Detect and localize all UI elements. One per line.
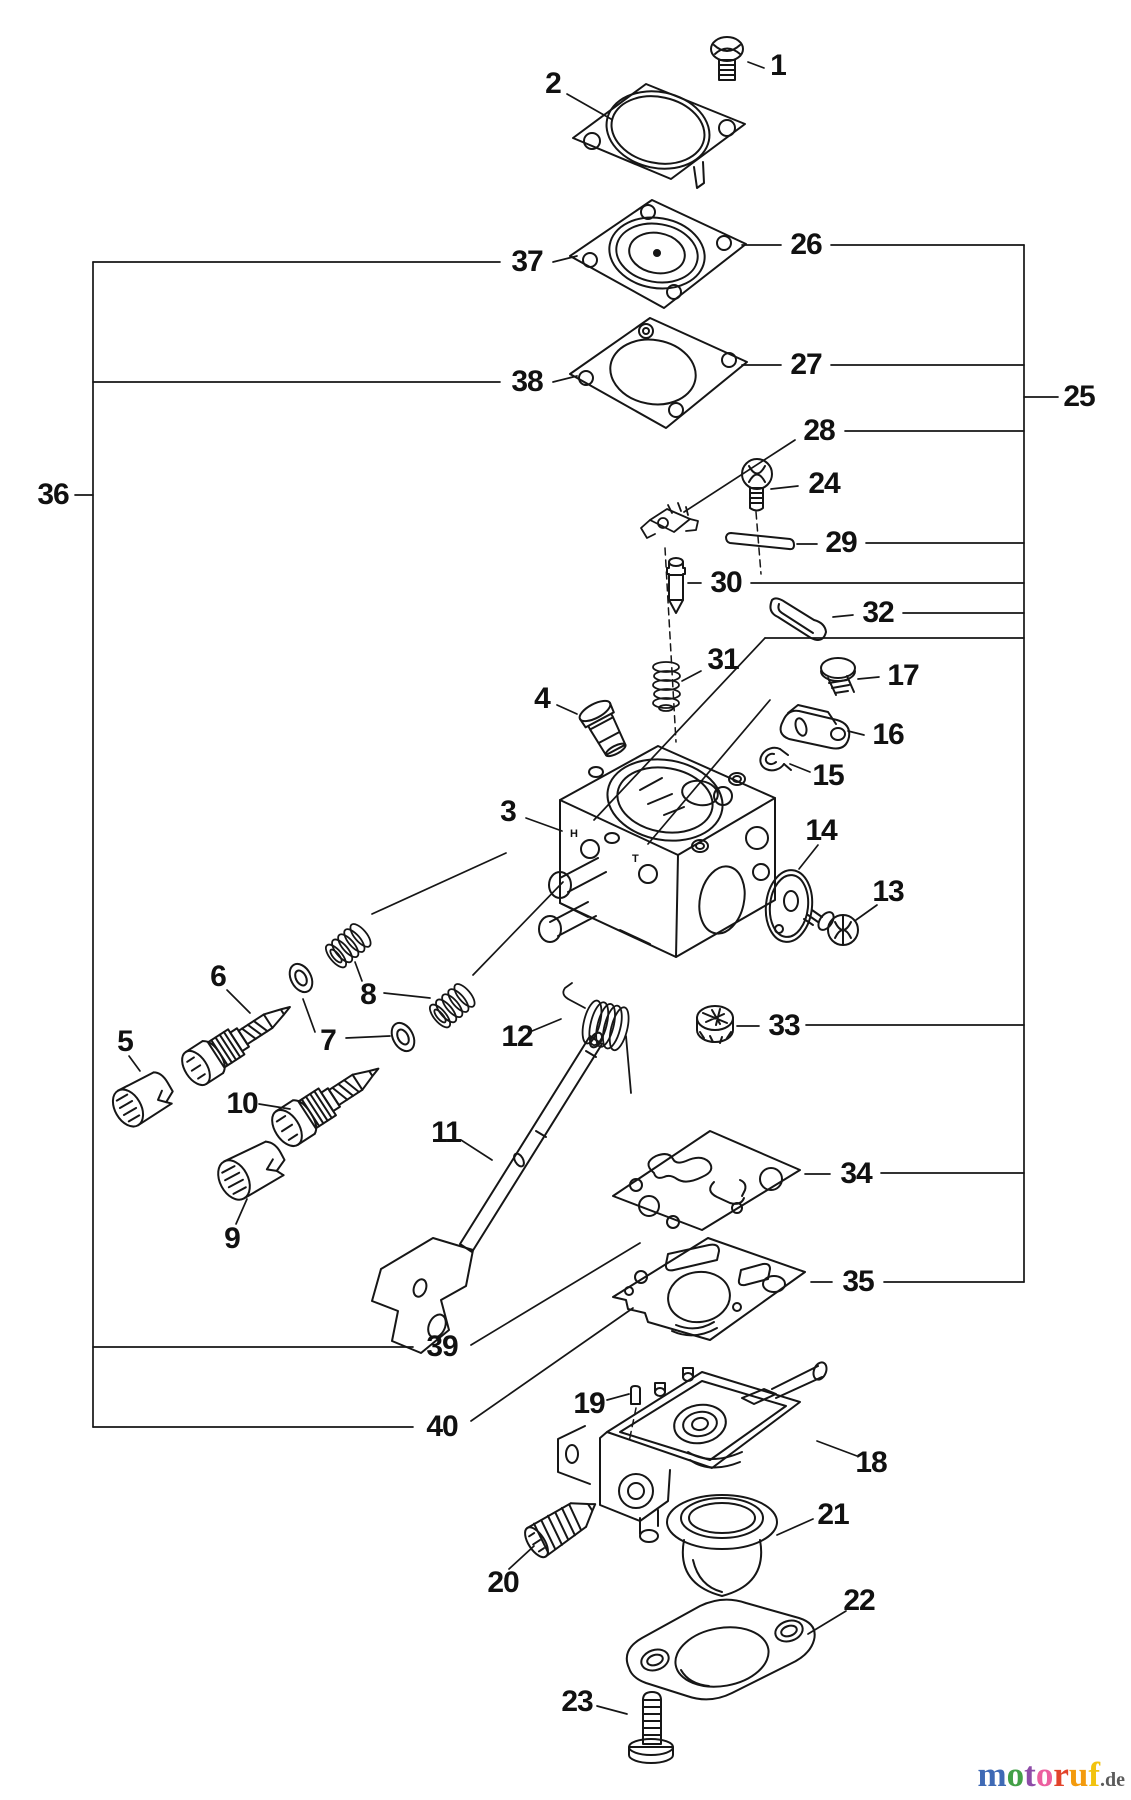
callout-7: 7: [320, 1024, 337, 1057]
logo-letter: m: [977, 1755, 1007, 1794]
part-34-metering-diaphragm: [613, 1131, 800, 1230]
part-13-body-screw: [804, 909, 858, 945]
logo-letter: o: [1006, 1755, 1025, 1794]
callout-18: 18: [855, 1446, 887, 1479]
callout-14: 14: [805, 814, 837, 847]
callout-31: 31: [707, 643, 739, 676]
callout-11: 11: [431, 1116, 462, 1149]
callout-4: 4: [534, 682, 551, 715]
watermark-logo: motoruf.de: [978, 1757, 1125, 1792]
part-20-idle-screw: [521, 1490, 605, 1561]
logo-letter: f: [1088, 1755, 1100, 1794]
axis-dashed-lines: [629, 512, 761, 1442]
callout-20: 20: [487, 1566, 519, 1599]
part-1-cover-screw: [711, 37, 743, 80]
part-9-limiter-cap: [212, 1136, 292, 1205]
part-7-washers: [285, 960, 419, 1055]
part-16-swivel: [781, 705, 850, 749]
part-32-needle-clip: [770, 598, 826, 640]
part-4-plunger: [577, 697, 633, 762]
callout-9: 9: [224, 1222, 241, 1255]
logo-letter: o: [1035, 1755, 1054, 1794]
callout-8: 8: [360, 978, 377, 1011]
part-23-base-screw: [629, 1692, 673, 1763]
part-22-base-gasket: [627, 1600, 815, 1700]
body-marking-t: T: [632, 853, 639, 865]
part-28-metering-lever: [641, 503, 698, 538]
part-15-e-clip: [760, 748, 791, 771]
part-19-pin: [631, 1386, 640, 1404]
part-14-disc: [762, 868, 815, 944]
part-8-needle-springs: [322, 921, 478, 1031]
part-5-limiter-cap: [107, 1067, 179, 1132]
callout-36: 36: [37, 478, 69, 511]
callout-22: 22: [843, 1584, 875, 1617]
callout-3: 3: [500, 795, 517, 828]
part-33-welch-plug: [697, 1006, 733, 1043]
callout-30: 30: [710, 566, 742, 599]
part-10-needle-screw-l: [266, 1052, 389, 1151]
logo-letter: .de: [1100, 1769, 1125, 1791]
part-2-pump-cover: [573, 82, 745, 188]
callout-21: 21: [817, 1498, 849, 1531]
callout-25: 25: [1063, 380, 1095, 413]
callout-5: 5: [117, 1025, 134, 1058]
part-6-needle-screw-h: [176, 991, 300, 1090]
callout-29: 29: [825, 526, 857, 559]
logo-letter: t: [1024, 1755, 1036, 1794]
callout-34: 34: [840, 1157, 872, 1190]
callout-35: 35: [842, 1265, 874, 1298]
callout-24: 24: [808, 467, 840, 500]
callout-13: 13: [872, 875, 904, 908]
part-12-return-spring: [563, 983, 632, 1093]
part-18-purge-body: [558, 1360, 829, 1542]
part-29-lever-pin: [726, 533, 794, 549]
part-11-throttle-shaft: [372, 1031, 604, 1353]
part-26-pump-diaphragm: [570, 200, 746, 308]
logo-letter: r: [1053, 1755, 1069, 1794]
part-31-metering-spring: [653, 662, 680, 711]
body-marking-h: H: [570, 828, 578, 840]
part-27-pump-gasket: [570, 318, 747, 428]
callout-32: 32: [862, 596, 894, 629]
callout-lines: [75, 62, 1058, 1714]
part-17-swivel-screw: [821, 658, 855, 695]
logo-letter: u: [1068, 1755, 1089, 1794]
part-21-primer-bulb: [667, 1495, 777, 1596]
part-3-carburetor-body: [539, 746, 775, 957]
callout-19: 19: [573, 1387, 605, 1420]
part-35-metering-gasket: [613, 1238, 805, 1340]
callout-27: 27: [790, 348, 822, 381]
callout-2: 2: [545, 67, 562, 100]
callout-37: 37: [511, 245, 543, 278]
callout-6: 6: [210, 960, 227, 993]
callout-12: 12: [501, 1020, 533, 1053]
callout-38: 38: [511, 365, 543, 398]
callout-16: 16: [872, 718, 904, 751]
callout-17: 17: [887, 659, 919, 692]
part-30-inlet-needle: [667, 558, 685, 613]
callout-28: 28: [803, 414, 835, 447]
callout-15: 15: [812, 759, 844, 792]
callout-26: 26: [790, 228, 822, 261]
callout-40: 40: [426, 1410, 458, 1443]
callout-33: 33: [768, 1009, 800, 1042]
callout-10: 10: [226, 1087, 258, 1120]
callout-39: 39: [426, 1330, 458, 1363]
part-24-lever-screw: [742, 459, 772, 511]
callout-1: 1: [770, 49, 787, 82]
callout-23: 23: [561, 1685, 593, 1718]
